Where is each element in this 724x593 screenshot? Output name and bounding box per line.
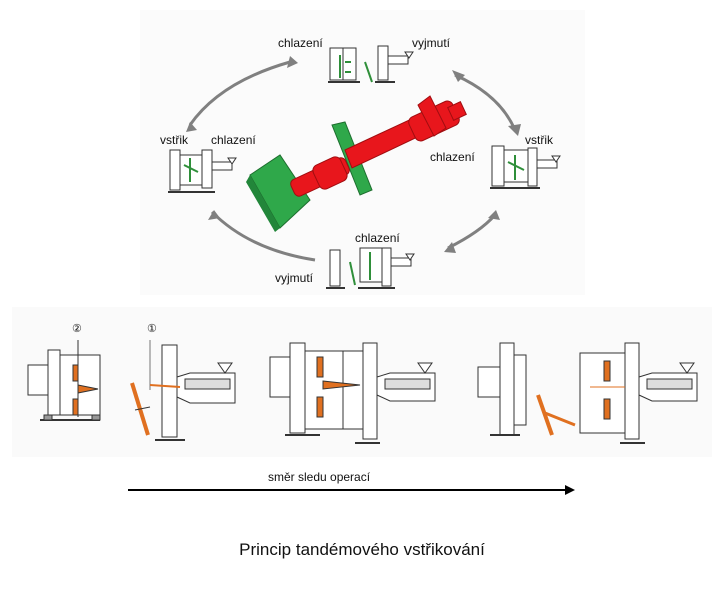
- label-bottom-ejection: vyjmutí: [275, 271, 314, 285]
- machine-1: [27, 340, 101, 421]
- arrow-right-top: [454, 73, 517, 131]
- ejected-part-1: [130, 382, 151, 436]
- station-left: [168, 149, 237, 193]
- arrow-left-top: [188, 60, 291, 126]
- step-marker-1: ①: [147, 323, 157, 335]
- direction-arrow: [128, 485, 575, 495]
- arrow-left-bottom: [210, 210, 316, 262]
- station-top: [328, 45, 414, 83]
- machine-2: [269, 342, 436, 444]
- label-top-cooling: chlazení: [278, 36, 323, 50]
- label-left-injection: vstřik: [160, 133, 188, 147]
- label-right-cooling: chlazení: [430, 150, 475, 164]
- step-marker-2: ②: [72, 323, 82, 335]
- sequence-diagram: [12, 307, 712, 457]
- label-top-ejection: vyjmutí: [412, 36, 451, 50]
- injection-unit: [290, 95, 467, 197]
- machine-1-injection: [149, 340, 236, 441]
- direction-label: směr sledu operací: [268, 470, 371, 484]
- machine-3: [477, 342, 698, 444]
- label-right-injection: vstřik: [525, 133, 553, 147]
- station-right: [490, 145, 561, 189]
- station-bottom: [326, 247, 415, 289]
- label-left-cooling: chlazení: [211, 133, 256, 147]
- label-bottom-cooling: chlazení: [355, 231, 400, 245]
- cycle-diagram: [168, 45, 561, 289]
- figure-caption: Princip tandémového vstřikování: [239, 540, 485, 559]
